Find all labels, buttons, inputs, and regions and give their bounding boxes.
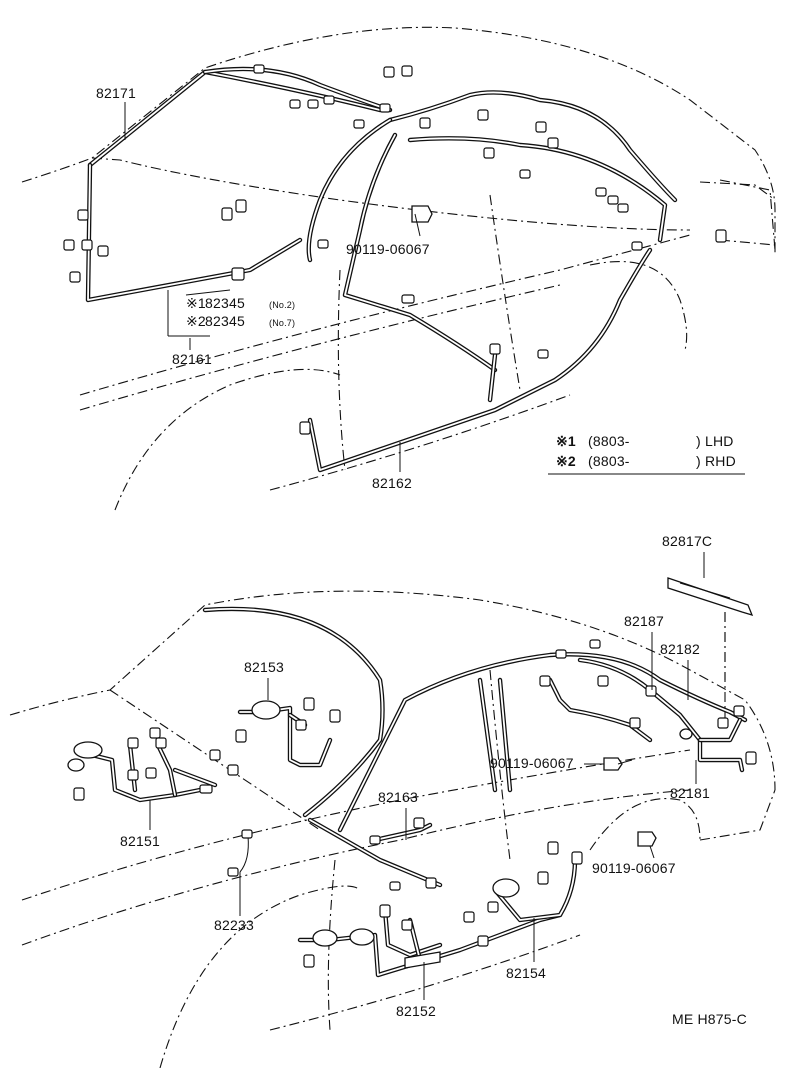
label-90119-top: 90119-06067 xyxy=(346,241,430,257)
bottom-car-body xyxy=(9,590,776,1068)
top-labels: 82171 90119-06067 ※1 82345 (No.2) ※2 823… xyxy=(96,85,745,491)
label-82182: 82182 xyxy=(660,641,700,657)
bolt-90119-mid xyxy=(603,757,633,771)
label-82181: 82181 xyxy=(670,785,710,801)
harness-82233 xyxy=(227,829,253,877)
label-82153: 82153 xyxy=(244,659,284,675)
note1-part: 82345 xyxy=(205,295,245,311)
note1-mark: ※1 xyxy=(186,295,206,311)
top-car-body xyxy=(21,26,776,511)
label-82187: 82187 xyxy=(624,613,664,629)
label-82152: 82152 xyxy=(396,1003,436,1019)
label-82163: 82163 xyxy=(378,789,418,805)
legend-row1-region: ) LHD xyxy=(696,433,734,449)
note1-suffix: (No.2) xyxy=(269,300,295,310)
label-90119-mid: 90119-06067 xyxy=(490,755,574,771)
harness-82152-82154 xyxy=(297,841,583,978)
note2-suffix: (No.7) xyxy=(269,318,295,328)
note2-part: 82345 xyxy=(205,313,245,329)
label-82154: 82154 xyxy=(506,965,546,981)
harness-rear xyxy=(539,639,757,773)
harness-82151 xyxy=(67,727,239,803)
bottom-harness-frame xyxy=(202,606,748,833)
harness-82153 xyxy=(235,697,341,768)
label-82151: 82151 xyxy=(120,833,160,849)
label-82161: 82161 xyxy=(172,351,212,367)
legend-row2-region: ) RHD xyxy=(696,453,736,469)
figure-code: ME H875-C xyxy=(672,1011,747,1027)
label-82171: 82171 xyxy=(96,85,136,101)
label-82162: 82162 xyxy=(372,475,412,491)
bracket-82817C xyxy=(667,577,754,680)
top-harness-82171 xyxy=(85,66,678,373)
top-harness-82162 xyxy=(307,247,653,473)
harness-82163 xyxy=(307,817,443,891)
bottom-labels: 82817C 82153 82187 82182 90119-06067 821… xyxy=(120,533,747,1027)
legend-row1-text: (8803- xyxy=(588,433,630,449)
label-90119-low: 90119-06067 xyxy=(592,860,676,876)
top-connectors xyxy=(63,64,727,435)
bolt-90119-low xyxy=(637,831,657,859)
legend-row2-mark: ※2 xyxy=(556,453,576,469)
bolt-90119-top xyxy=(411,205,433,237)
legend-row1-mark: ※1 xyxy=(556,433,576,449)
label-82233: 82233 xyxy=(214,917,254,933)
note2-mark: ※2 xyxy=(186,313,206,329)
legend-row2-text: (8803- xyxy=(588,453,630,469)
label-82817C: 82817C xyxy=(662,533,712,549)
